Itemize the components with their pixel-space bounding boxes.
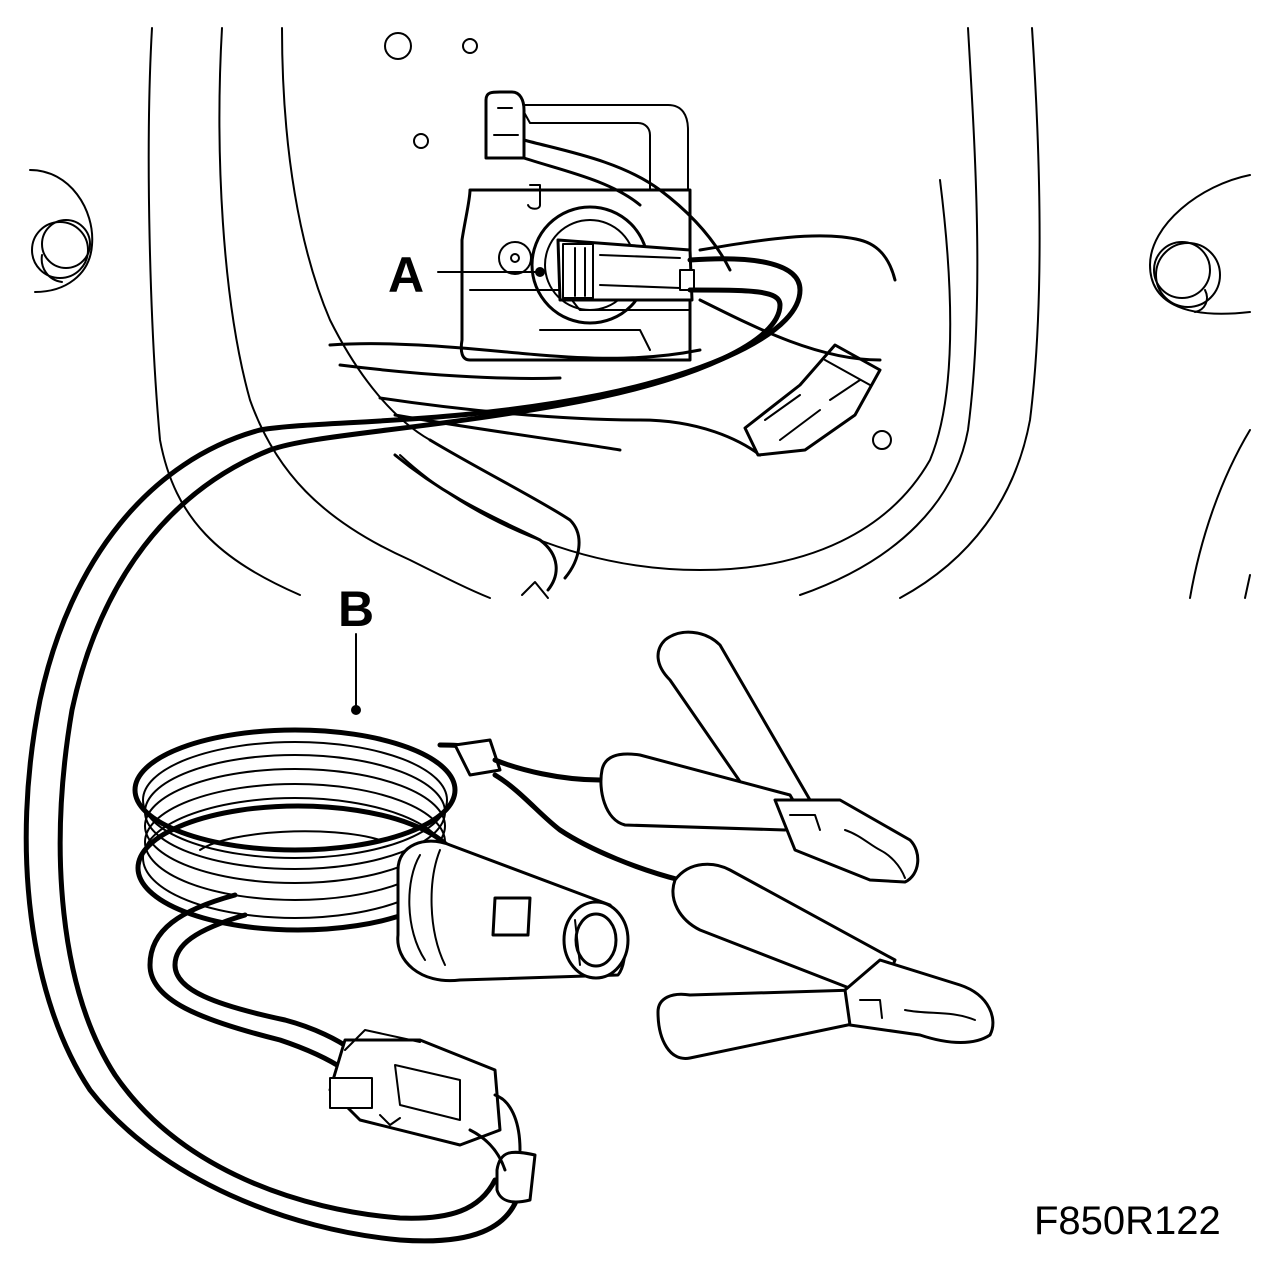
clamp-split xyxy=(453,738,683,883)
lower-connector xyxy=(328,1029,522,1172)
lower-clamp xyxy=(656,862,995,1060)
door-panel xyxy=(29,27,1251,599)
callout-b: B xyxy=(338,581,374,715)
callout-b-label: B xyxy=(338,581,374,637)
callout-a-label: A xyxy=(388,247,424,303)
callout-a: A xyxy=(388,247,545,303)
test-cable xyxy=(23,256,803,1244)
cable-coil xyxy=(132,727,498,1073)
upper-clamp xyxy=(599,630,920,884)
figure-id: F850R122 xyxy=(1034,1199,1221,1243)
lighter-plug xyxy=(396,839,630,983)
door-harness xyxy=(328,234,897,599)
lock-mechanism xyxy=(459,90,732,362)
